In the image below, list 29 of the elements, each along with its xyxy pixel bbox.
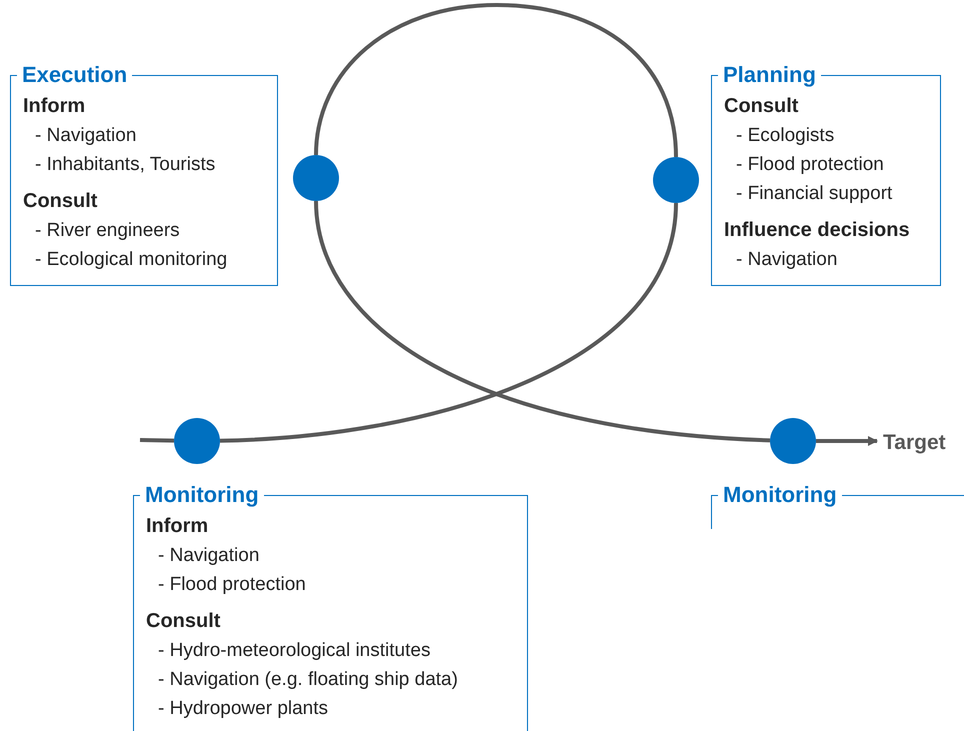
milestone-dot (174, 418, 220, 464)
milestone-dot (770, 418, 816, 464)
section-heading: Influence decisions (724, 218, 911, 243)
section-heading: Consult (146, 609, 222, 634)
section-heading: Inform (146, 514, 210, 539)
list-item: - Ecologists (735, 124, 836, 148)
section-heading: Consult (724, 94, 800, 119)
milestone-dot (293, 155, 339, 201)
list-item: - Flood protection (157, 573, 307, 597)
list-item: - Hydro-meteorological institutes (157, 639, 432, 663)
list-item: - Ecological monitoring (34, 248, 228, 272)
section-heading: Inform (23, 94, 86, 119)
list-item: - Inhabitants, Tourists (34, 153, 216, 177)
loop-line (314, 3, 678, 158)
list-item: - Navigation (34, 124, 138, 148)
list-item: - Navigation (735, 248, 838, 272)
arrow (816, 436, 878, 446)
list-item: - Navigation (157, 544, 260, 568)
list-item: - Financial support (735, 182, 894, 206)
loop-line (220, 202, 678, 443)
milestone-dot (653, 157, 699, 203)
section-heading: Consult (23, 189, 98, 214)
list-item: - Flood protection (735, 153, 885, 177)
list-item: - River engineers (34, 219, 181, 243)
loop-line (314, 200, 770, 442)
loop-line (140, 438, 174, 443)
list-item: - Hydropower plants (157, 697, 330, 721)
list-item: - Navigation (e.g. floating ship data) (157, 668, 459, 692)
target-label: Target (883, 430, 946, 456)
